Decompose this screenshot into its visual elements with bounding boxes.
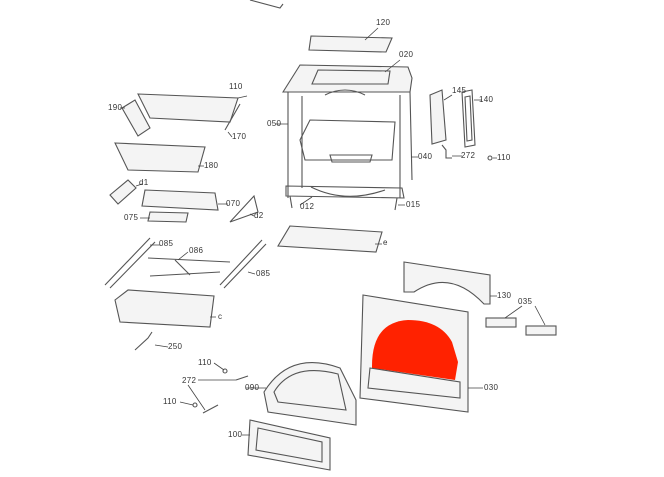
label-180: 180 — [204, 161, 219, 170]
part-030-lower-panel — [367, 367, 461, 399]
part-086-bracket — [147, 257, 231, 277]
part-272-latch — [441, 144, 452, 159]
label-110: 110 — [497, 153, 511, 162]
label-040: 040 — [418, 152, 433, 161]
part-110-knob — [487, 155, 493, 161]
part-250-tool — [134, 331, 153, 351]
part-c-ash-pan — [114, 289, 215, 328]
label-170: 170 — [232, 132, 247, 141]
label-035: 035 — [518, 297, 533, 306]
label-050: 050 — [267, 119, 282, 128]
label-c: c — [218, 312, 223, 321]
label-020: 020 — [399, 50, 414, 59]
part-035-vent-b — [525, 325, 557, 336]
part-120-top-plate — [308, 35, 393, 53]
label-d2: d2 — [254, 211, 264, 220]
part-145-panel — [429, 89, 447, 145]
part-035-vent-a — [485, 317, 517, 328]
part-100-lower-door — [247, 419, 331, 471]
label-190: 190 — [108, 103, 123, 112]
label-140: 140 — [479, 95, 494, 104]
part-272-handle-a — [235, 375, 249, 381]
part-130-arch — [403, 261, 491, 305]
label-110: 110 — [163, 397, 177, 406]
label-120: 120 — [376, 18, 391, 27]
part-085-rail-left — [104, 237, 156, 289]
part-stove-body — [282, 64, 413, 211]
highlighted-firebox-opening — [372, 320, 458, 380]
label-d1: d1 — [139, 178, 149, 187]
part-d2 — [229, 194, 259, 223]
label-070: 070 — [226, 199, 241, 208]
label-085: 085 — [256, 269, 271, 278]
label-015: 015 — [406, 200, 421, 209]
label-130: 130 — [497, 291, 512, 300]
label-086: 086 — [189, 246, 204, 255]
label-100: 100 — [228, 430, 243, 439]
label-110: 110 — [198, 358, 212, 367]
part-110-knob-c — [192, 402, 198, 408]
label-012: 012 — [300, 202, 315, 211]
part-075-grate — [147, 211, 189, 223]
part-070-grate — [141, 189, 219, 211]
label-085: 085 — [159, 239, 174, 248]
label-075: 075 — [124, 213, 139, 222]
part-140-frame — [461, 89, 476, 148]
label-272: 272 — [182, 376, 197, 385]
leader-lines — [120, 27, 546, 436]
part-e-plate — [277, 225, 383, 253]
label-145: 145 — [452, 86, 467, 95]
part-110-knob-b — [222, 368, 228, 374]
label-110: 110 — [229, 82, 243, 91]
part-d1 — [109, 179, 137, 205]
label-272: 272 — [461, 151, 476, 160]
label-e: e — [383, 238, 388, 247]
part-272-handle-b — [202, 404, 219, 414]
label-090: 090 — [245, 383, 260, 392]
part-top-edge — [249, 0, 284, 9]
label-250: 250 — [168, 342, 183, 351]
part-190-side — [121, 99, 151, 137]
part-170-rod — [224, 103, 241, 131]
part-110-back-grate — [137, 93, 239, 123]
part-180-front-grate — [114, 142, 206, 173]
part-085-rail-right — [219, 239, 267, 289]
label-030: 030 — [484, 383, 499, 392]
